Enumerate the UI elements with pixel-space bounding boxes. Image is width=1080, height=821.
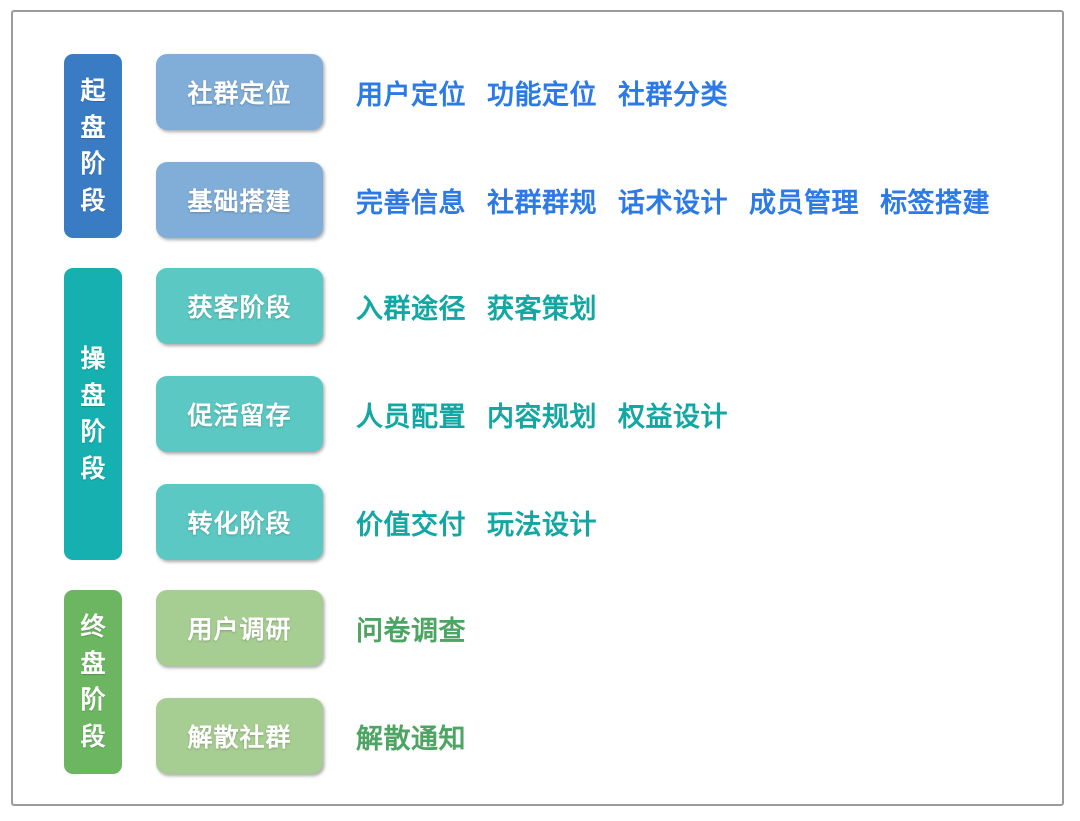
task-item-group: 入群途径 获客策划 — [356, 287, 597, 326]
stage-label-start: 起 盘 阶 段 — [64, 54, 122, 238]
task-item: 问卷调查 — [356, 615, 466, 646]
task-card[interactable]: 转化阶段 — [156, 484, 323, 560]
task-item-group: 解散通知 — [356, 717, 466, 756]
task-item: 成员管理 — [749, 187, 860, 218]
task-item: 权益设计 — [618, 401, 729, 432]
task-item-group: 问卷调查 — [356, 609, 466, 648]
stage-label-operate: 操 盘 阶 段 — [64, 268, 122, 560]
stage-label-char: 阶 — [80, 418, 106, 446]
stage-label-char: 段 — [80, 186, 106, 215]
task-item: 获客策划 — [487, 293, 598, 324]
task-item: 社群分类 — [618, 79, 729, 110]
stage-label-char: 起 — [80, 77, 106, 105]
task-item-group: 完善信息 社群群规 话术设计 成员管理 标签搭建 — [356, 181, 990, 220]
task-card[interactable]: 社群定位 — [156, 54, 323, 130]
task-card[interactable]: 解散社群 — [156, 698, 323, 774]
stage-row-start: 起 盘 阶 段 社群定位 用户定位 功能定位 社群分类 基础搭建 完善信息 社群… — [64, 54, 990, 238]
task-item: 玩法设计 — [487, 509, 598, 540]
task-row: 基础搭建 完善信息 社群群规 话术设计 成员管理 标签搭建 — [156, 162, 990, 238]
stage-task-list: 用户调研 问卷调查 解散社群 解散通知 — [156, 590, 466, 774]
stage-label-char: 段 — [80, 722, 106, 751]
task-card[interactable]: 基础搭建 — [156, 162, 323, 238]
stage-label-char: 段 — [80, 454, 106, 483]
stage-label-char: 操 — [80, 345, 106, 373]
task-row: 用户调研 问卷调查 — [156, 590, 466, 666]
stage-label-char: 阶 — [80, 686, 106, 714]
task-row: 社群定位 用户定位 功能定位 社群分类 — [156, 54, 990, 130]
stage-row-operate: 操 盘 阶 段 获客阶段 入群途径 获客策划 促活留存 人员配置 内容规划 权益… — [64, 268, 728, 560]
stage-label-char: 盘 — [80, 113, 106, 142]
task-item: 标签搭建 — [880, 187, 991, 218]
stage-row-end: 终 盘 阶 段 用户调研 问卷调查 解散社群 解散通知 — [64, 590, 466, 774]
task-row: 转化阶段 价值交付 玩法设计 — [156, 484, 728, 560]
task-item: 功能定位 — [487, 79, 598, 110]
stage-label-char: 终 — [80, 613, 106, 641]
stage-task-list: 获客阶段 入群途径 获客策划 促活留存 人员配置 内容规划 权益设计 转化阶段 … — [156, 268, 728, 560]
task-card[interactable]: 促活留存 — [156, 376, 323, 452]
task-item: 价值交付 — [356, 509, 466, 540]
task-item: 入群途径 — [356, 293, 466, 324]
diagram-frame: 起 盘 阶 段 社群定位 用户定位 功能定位 社群分类 基础搭建 完善信息 社群… — [11, 10, 1064, 806]
task-item: 人员配置 — [356, 401, 466, 432]
task-row: 获客阶段 入群途径 获客策划 — [156, 268, 728, 344]
stage-label-char: 盘 — [80, 649, 106, 678]
stage-label-char: 盘 — [80, 381, 106, 410]
stage-task-list: 社群定位 用户定位 功能定位 社群分类 基础搭建 完善信息 社群群规 话术设计 … — [156, 54, 990, 238]
task-item-group: 价值交付 玩法设计 — [356, 503, 597, 542]
task-item: 话术设计 — [618, 187, 729, 218]
task-row: 解散社群 解散通知 — [156, 698, 466, 774]
task-item: 用户定位 — [356, 79, 466, 110]
stage-label-char: 阶 — [80, 150, 106, 178]
task-card[interactable]: 获客阶段 — [156, 268, 323, 344]
task-item-group: 人员配置 内容规划 权益设计 — [356, 395, 728, 434]
task-item: 完善信息 — [356, 187, 466, 218]
task-item: 社群群规 — [487, 187, 598, 218]
task-item-group: 用户定位 功能定位 社群分类 — [356, 73, 728, 112]
stage-label-end: 终 盘 阶 段 — [64, 590, 122, 774]
task-item: 解散通知 — [356, 723, 466, 754]
task-card[interactable]: 用户调研 — [156, 590, 323, 666]
task-row: 促活留存 人员配置 内容规划 权益设计 — [156, 376, 728, 452]
task-item: 内容规划 — [487, 401, 598, 432]
